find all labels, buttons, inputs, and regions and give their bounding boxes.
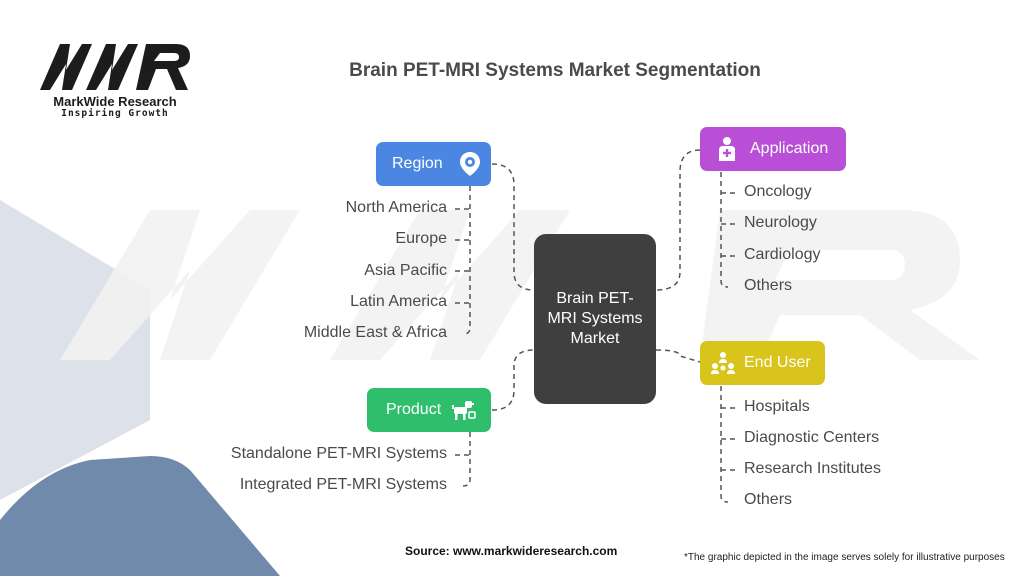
- category-application: Application: [700, 127, 846, 171]
- category-product: Product: [367, 388, 491, 432]
- region-item: Europe: [395, 230, 447, 247]
- category-application-label: Application: [750, 140, 829, 157]
- center-node: Brain PET-MRI Systems Market: [534, 234, 656, 404]
- connector-region-center: [491, 163, 535, 291]
- end-user-item: Hospitals: [744, 398, 810, 415]
- application-item: Others: [744, 277, 793, 294]
- region-item: North America: [345, 199, 447, 216]
- disclaimer: *The graphic depicted in the image serve…: [684, 552, 1005, 563]
- connector-product-center: [491, 349, 535, 411]
- source-credit: Source: www.markwideresearch.com: [405, 544, 618, 558]
- region-item: Latin America: [350, 293, 447, 310]
- end-user-item: Diagnostic Centers: [744, 429, 880, 446]
- logo-tagline: Inspiring Growth: [61, 108, 169, 119]
- connector-enduser-spine: [720, 386, 729, 503]
- user-group-icon: [710, 350, 736, 376]
- connector-product-spine: [462, 432, 471, 487]
- patient-medical-icon: [714, 136, 740, 162]
- category-end-user: End User: [700, 341, 825, 385]
- background-shape-dark: [0, 456, 280, 576]
- connector-region-spine: [462, 186, 471, 335]
- end-user-item: Research Institutes: [744, 460, 881, 477]
- location-gear-icon: [457, 151, 483, 177]
- category-region: Region: [376, 142, 491, 186]
- category-region-label: Region: [392, 155, 443, 172]
- page-title: Brain PET-MRI Systems Market Segmentatio…: [349, 60, 761, 81]
- markwide-logo: [40, 44, 190, 90]
- application-item: Cardiology: [744, 246, 821, 263]
- connector-enduser-center: [655, 349, 701, 363]
- category-end-user-label: End User: [744, 354, 811, 371]
- end-user-item: Others: [744, 491, 793, 508]
- category-product-label: Product: [386, 401, 442, 418]
- application-item: Neurology: [744, 214, 817, 231]
- product-item: Standalone PET-MRI Systems: [230, 445, 447, 462]
- connector-application-center: [655, 149, 701, 291]
- region-item: Middle East & Africa: [303, 324, 447, 341]
- logo-company-name: MarkWide Research: [53, 94, 177, 109]
- connector-application-spine: [720, 172, 729, 288]
- center-node-label: Brain PET-MRI Systems Market: [547, 290, 643, 347]
- application-item: Oncology: [744, 183, 812, 200]
- robot-dog-icon: [451, 397, 477, 423]
- product-item: Integrated PET-MRI Systems: [239, 476, 447, 493]
- region-item: Asia Pacific: [364, 262, 447, 279]
